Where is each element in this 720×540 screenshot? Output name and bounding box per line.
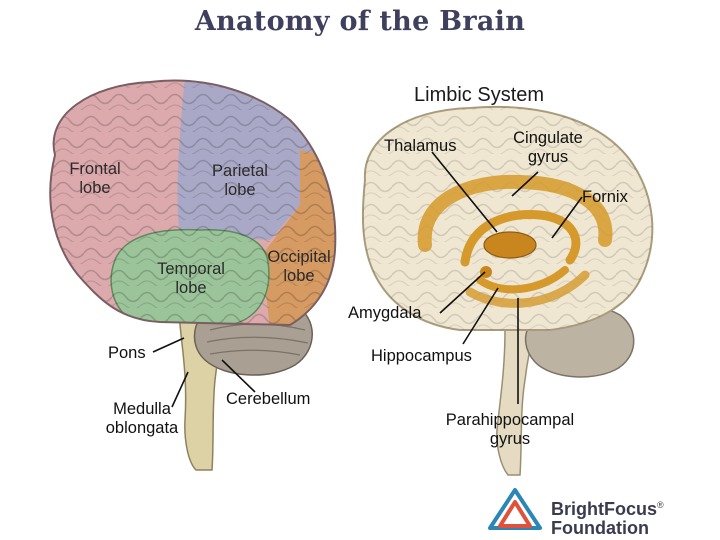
frontal-lobe-label: Frontal lobe bbox=[69, 160, 121, 197]
parietal-lobe-label: Parietal lobe bbox=[212, 162, 268, 199]
brightfocus-logo-text: BrightFocus® Foundation bbox=[551, 499, 664, 538]
cingulate-gyrus-shape bbox=[417, 174, 613, 252]
occipital-lobe-label: Occipital lobe bbox=[267, 248, 331, 285]
amygdala-label: Amygdala bbox=[348, 304, 422, 322]
page-title: Anatomy of the Brain bbox=[194, 6, 526, 37]
hippocampus-shape bbox=[476, 266, 569, 294]
thalamus-label: Thalamus bbox=[384, 137, 457, 155]
parahippocampal-shape bbox=[465, 270, 590, 308]
leader-lines bbox=[152, 151, 583, 408]
parahippocampal-gyrus-label: Parahippocampal gyrus bbox=[445, 411, 575, 448]
lateral-brain-outline bbox=[49, 79, 337, 327]
temporal-lobe-label: Temporal lobe bbox=[157, 260, 225, 297]
limbic-system-heading: Limbic System bbox=[414, 84, 545, 106]
limbic-brain bbox=[361, 105, 654, 476]
hippocampus-label: Hippocampus bbox=[371, 347, 472, 365]
cingulate-gyrus-label: Cingulate gyrus bbox=[513, 129, 583, 166]
pons-label: Pons bbox=[108, 344, 146, 362]
fornix-label: Fornix bbox=[582, 188, 628, 206]
triangle-logo-icon bbox=[488, 488, 542, 530]
thalamus-shape bbox=[483, 231, 537, 259]
fornix-shape bbox=[460, 210, 581, 267]
amygdala-shape bbox=[480, 266, 492, 278]
medulla-label: Medulla oblongata bbox=[105, 400, 179, 437]
lateral-brain bbox=[49, 79, 337, 471]
cerebellum-label: Cerebellum bbox=[226, 390, 311, 408]
limbic-brainstem-shape bbox=[496, 329, 537, 476]
limbic-structures bbox=[417, 174, 613, 308]
